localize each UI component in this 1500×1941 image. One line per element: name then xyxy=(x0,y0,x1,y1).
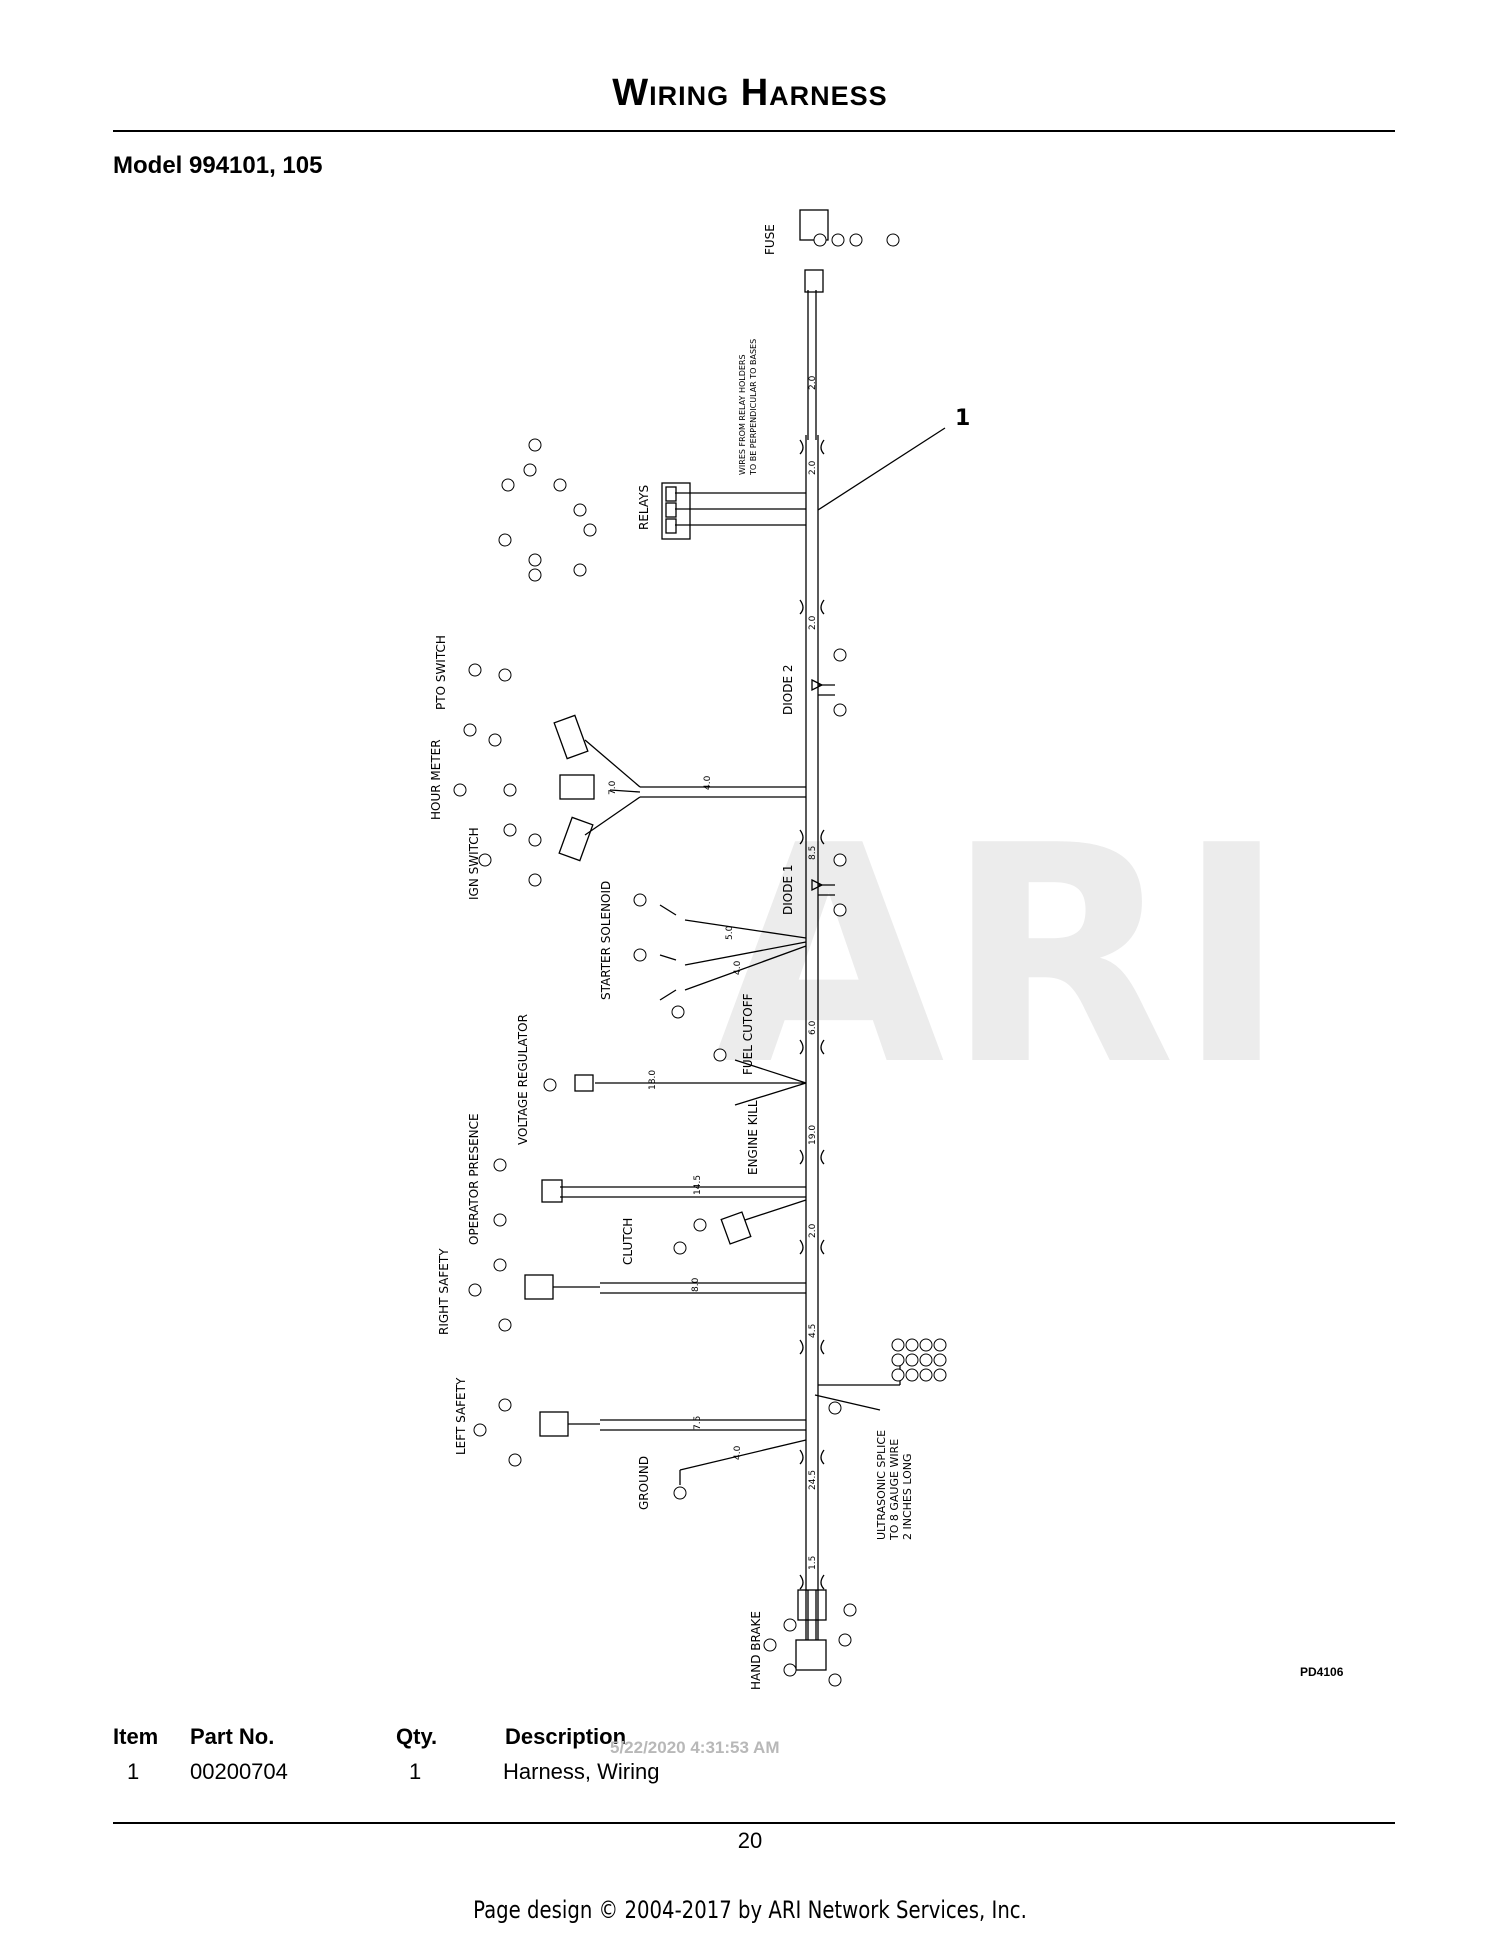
header-part-no: Part No. xyxy=(190,1724,275,1749)
label-pto-switch: PTO SWITCH xyxy=(434,635,448,710)
dim-label: 4.0 xyxy=(703,775,713,790)
dim-label: 7.0 xyxy=(608,780,618,795)
dim-label: 5.0 xyxy=(725,925,735,940)
relay-note-line-2: TO BE PERPENDICULAR TO BASES xyxy=(749,339,758,476)
relay-note-line-1: WIRES FROM RELAY HOLDERS xyxy=(738,354,747,475)
label-fuse: FUSE xyxy=(763,224,777,255)
dim-label: 2.0 xyxy=(808,460,818,475)
dim-label: 6.0 xyxy=(808,1020,818,1035)
label-engine-kill: ENGINE KILL xyxy=(746,1100,760,1175)
label-diode-1: DIODE 1 xyxy=(781,865,795,916)
dim-label: 8.0 xyxy=(691,1277,701,1292)
row-part-no: 00200704 xyxy=(190,1759,288,1784)
splice-note-line-2: TO 8 GAUGE WIRE xyxy=(888,1439,901,1541)
dim-label: 8.5 xyxy=(808,846,818,860)
label-voltage-regulator: VOLTAGE REGULATOR xyxy=(516,1014,530,1145)
row-qty: 1 xyxy=(409,1759,422,1784)
label-fuel-cutoff: FUEL CUTOFF xyxy=(741,993,755,1075)
page-number: 20 xyxy=(737,1828,763,1853)
row-description: Harness, Wiring xyxy=(503,1759,660,1784)
header-qty: Qty. xyxy=(396,1724,438,1749)
header-description: Description xyxy=(505,1724,627,1749)
label-hand-brake: HAND BRAKE xyxy=(749,1611,763,1690)
label-hour-meter: HOUR METER xyxy=(429,739,443,820)
row-item: 1 xyxy=(127,1759,140,1784)
label-ign-switch: IGN SWITCH xyxy=(467,827,481,900)
watermark: ARI xyxy=(713,782,1288,1131)
label-left-safety: LEFT SAFETY xyxy=(454,1377,468,1455)
label-clutch: CLUTCH xyxy=(621,1218,635,1265)
drawing-number: PD4106 xyxy=(1300,1665,1344,1679)
dim-label: 4.5 xyxy=(808,1324,818,1338)
dim-label: 7.5 xyxy=(693,1416,703,1430)
model-heading: Model 994101, 105 xyxy=(113,152,323,179)
dim-label: 2.0 xyxy=(808,615,818,630)
label-ground: GROUND xyxy=(637,1456,651,1510)
dim-label: 2.0 xyxy=(808,375,818,390)
dim-label: 1.5 xyxy=(808,1556,818,1570)
label-operator-presence: OPERATOR PRESENCE xyxy=(467,1113,481,1245)
label-diode-2: DIODE 2 xyxy=(781,665,795,716)
dim-label: 19.0 xyxy=(808,1125,818,1145)
timestamp: 5/22/2020 4:31:53 AM xyxy=(610,1738,780,1757)
dim-label: 4.0 xyxy=(733,960,743,975)
callout-1: 1 xyxy=(955,406,970,431)
label-relays: RELAYS xyxy=(637,485,651,530)
dim-label: 4.0 xyxy=(733,1445,743,1460)
header-item: Item xyxy=(113,1724,159,1749)
dim-label: 14.5 xyxy=(693,1175,703,1195)
page-title: Wiring Harness xyxy=(612,72,888,114)
page-credit: Page design © 2004-2017 by ARI Network S… xyxy=(473,1896,1027,1924)
label-right-safety: RIGHT SAFETY xyxy=(437,1248,451,1335)
bottom-rule xyxy=(113,1822,1395,1824)
label-starter-solenoid: STARTER SOLENOID xyxy=(599,881,613,1000)
dim-label: 18.0 xyxy=(648,1070,658,1090)
dim-label: 2.0 xyxy=(808,1223,818,1238)
splice-note-line-1: ULTRASONIC SPLICE xyxy=(875,1430,888,1540)
dim-label: 24.5 xyxy=(808,1470,818,1490)
splice-note-line-3: 2 INCHES LONG xyxy=(901,1454,914,1541)
top-rule xyxy=(113,130,1395,132)
